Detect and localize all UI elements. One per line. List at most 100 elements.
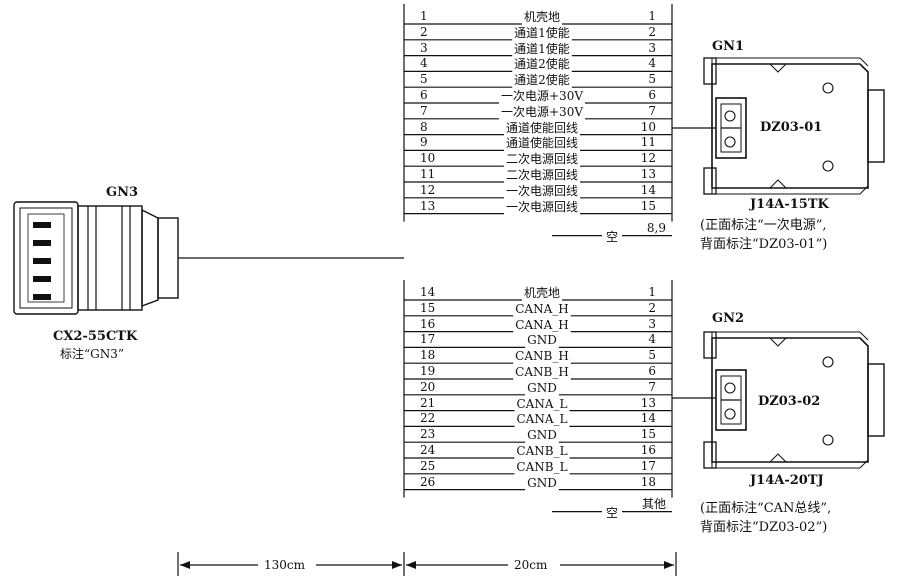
wire-label-gap	[499, 98, 585, 107]
right-pin-number: 14	[640, 411, 656, 426]
right-pin-number: 14	[640, 182, 656, 197]
right-pin-number: 11	[640, 135, 656, 150]
right-pin-number: 13	[640, 167, 656, 181]
left-pin-number: 17	[420, 332, 436, 347]
gn3-connector	[13, 201, 179, 315]
gn2-note-line2: 背面标注“DZ03-02”)	[700, 520, 828, 535]
left-pin-number: 9	[420, 135, 428, 150]
right-pin-number: 6	[648, 88, 656, 102]
spare-pins-label: 其他	[641, 496, 666, 511]
gn2-note-line1: (正面标注“CAN总线”,	[700, 501, 832, 516]
left-pin-number: 18	[420, 348, 436, 363]
wire-label-gap	[513, 358, 571, 368]
right-pin-number: 4	[648, 56, 656, 71]
wire-name-label: 通道2使能	[514, 57, 570, 72]
left-pin-number: 14	[420, 285, 436, 299]
right-pin-number: 18	[640, 474, 656, 489]
right-pin-number: 7	[648, 379, 656, 394]
left-pin-number: 7	[420, 103, 428, 118]
wire-name-label: GND	[527, 333, 557, 348]
left-pin-number: 4	[420, 56, 428, 71]
wire-name-label: CANA_L	[516, 412, 568, 427]
wire-name-label: 机壳地	[523, 286, 560, 300]
left-pin-number: 1	[420, 9, 428, 23]
left-pin-number: 25	[420, 458, 436, 473]
gn1-note-line1: (正面标注“一次电源”,	[700, 218, 827, 233]
wire-name-label: CANA_H	[515, 317, 569, 332]
wire-label-gap	[499, 113, 585, 123]
gn1-label: DZ03-01	[760, 120, 823, 135]
wire-label-gap	[514, 468, 570, 478]
wire-label-gap	[525, 342, 559, 352]
spare-label: 空	[605, 229, 618, 244]
right-pin-number: 2	[648, 24, 656, 39]
left-pin-number: 20	[420, 379, 436, 394]
right-pin-number: 4	[648, 332, 656, 347]
left-pin-number: 15	[420, 300, 436, 315]
wire-label-gap	[514, 453, 570, 462]
left-pin-number: 23	[420, 427, 436, 442]
left-pin-number: 10	[420, 151, 436, 166]
wire-name-label: 机壳地	[523, 10, 560, 24]
wire-label-gap	[512, 66, 572, 76]
wire-label-gap	[503, 145, 581, 155]
dimension-lines	[177, 552, 677, 576]
left-pin-number: 21	[420, 395, 436, 410]
wire-label-gap	[525, 389, 559, 399]
wire-label-gap	[521, 19, 563, 28]
gn2-label: DZ03-02	[758, 394, 821, 409]
wire-name-label: 一次电源回线	[505, 183, 578, 198]
gn1-title: GN1	[712, 39, 745, 54]
wire-name-label: 通道使能回线	[505, 120, 578, 135]
dimension-right: 20cm	[514, 558, 548, 572]
wire-name-label: CANB_H	[515, 365, 569, 379]
wire-name-label: 二次电源回线	[505, 168, 578, 182]
wire-label-gap	[512, 34, 572, 44]
left-pin-number: 11	[420, 167, 436, 181]
dimension-left: 130cm	[264, 558, 306, 572]
wire-label-gap	[525, 437, 559, 447]
wire-name-label: 通道1使能	[514, 25, 570, 40]
left-pin-number: 5	[420, 72, 428, 87]
right-pin-number: 16	[640, 443, 656, 457]
wire-label-gap	[503, 192, 581, 202]
wire-label-gap	[514, 405, 570, 415]
right-pin-number: 12	[640, 151, 656, 166]
wire-name-label: 通道2使能	[514, 73, 570, 88]
wire-label-gap	[512, 82, 572, 92]
gn1-note-line2: 背面标注“DZ03-01”)	[700, 237, 828, 252]
wire-label-gap	[525, 484, 559, 494]
right-pin-number: 5	[648, 348, 656, 363]
right-pin-number: 2	[648, 300, 656, 315]
right-pin-number: 1	[648, 9, 656, 23]
wire-name-label: CANA_H	[515, 301, 569, 316]
wire-label-gap	[512, 50, 572, 60]
right-pin-number: 3	[648, 40, 656, 55]
gn3-title: GN3	[106, 185, 139, 200]
wire-name-label: CANB_L	[516, 459, 568, 474]
gn1-model: J14A-15TK	[750, 197, 829, 212]
gn2-model: J14A-20TJ	[750, 473, 824, 488]
wire-name-label: GND	[527, 475, 557, 490]
wire-name-label: 一次电源+30V	[501, 89, 583, 103]
gn3-marking: 标注“GN3”	[60, 347, 124, 361]
wire-name-label: CANB_L	[516, 444, 568, 458]
wire-label-gap	[513, 374, 571, 383]
right-pin-number: 15	[640, 198, 656, 213]
wire-label-gap	[513, 310, 571, 320]
gn2-title: GN2	[712, 311, 745, 326]
wire-label-gap	[503, 161, 581, 171]
wire-label-gap	[514, 421, 570, 431]
left-pin-number: 6	[420, 88, 428, 102]
wire-label-gap	[521, 295, 563, 304]
right-pin-number: 3	[648, 316, 656, 331]
right-pin-number: 7	[648, 103, 656, 118]
wire-name-label: 通道1使能	[514, 41, 570, 56]
left-pin-number: 8	[420, 119, 428, 134]
wire-name-label: 二次电源回线	[505, 152, 578, 167]
wire-name-label: CANB_H	[515, 349, 569, 364]
right-pin-number: 5	[648, 72, 656, 87]
wire-name-label: 一次电源回线	[505, 199, 578, 214]
